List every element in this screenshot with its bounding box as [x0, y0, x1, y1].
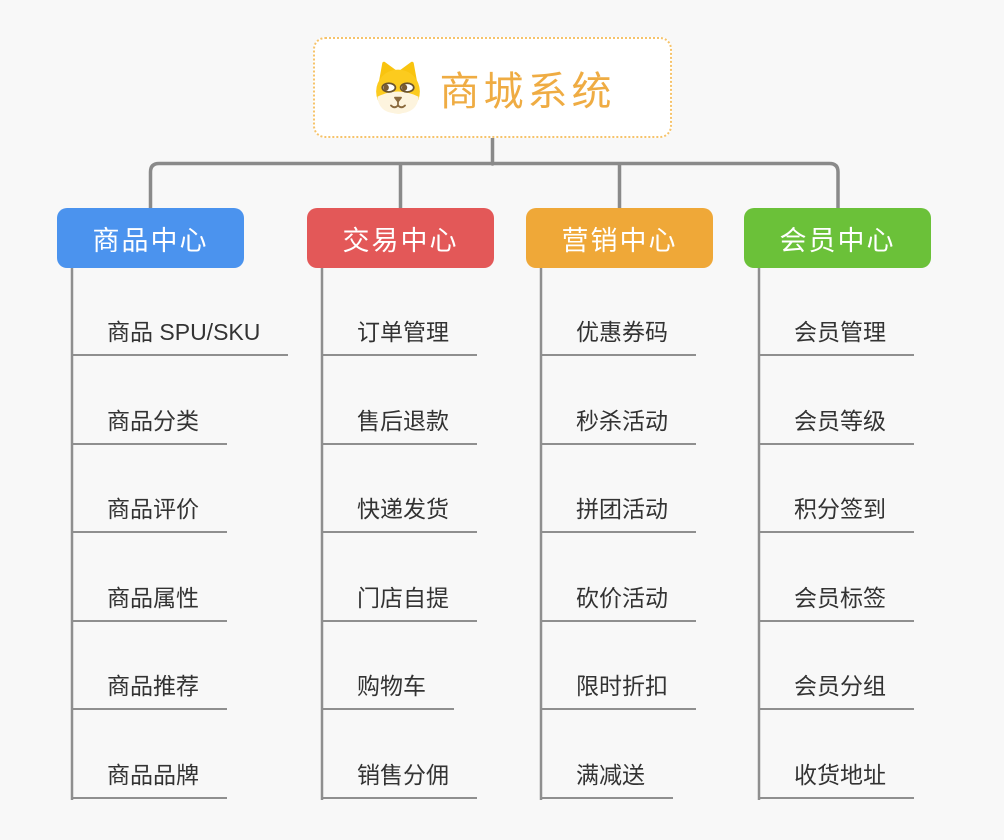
topic-item[interactable]: 满减送 [541, 759, 673, 799]
topic-item[interactable]: 商品品牌 [72, 759, 227, 799]
topic-item[interactable]: 售后退款 [322, 405, 477, 445]
topic-item[interactable]: 销售分佣 [322, 759, 477, 799]
topic-item[interactable]: 积分签到 [759, 493, 914, 534]
root-node[interactable]: 商城系统 [313, 37, 672, 138]
branch-node-trade[interactable]: 交易中心 [307, 208, 494, 268]
branch-label: 营销中心 [561, 225, 678, 256]
branch-label: 商品中心 [92, 225, 209, 256]
branch-node-marketing[interactable]: 营销中心 [526, 208, 713, 268]
topic-item[interactable]: 商品评价 [72, 493, 227, 534]
root-title: 商城系统 [439, 69, 616, 114]
branch-node-products[interactable]: 商品中心 [57, 208, 244, 268]
branch-label: 会员中心 [779, 225, 896, 256]
topic-item[interactable]: 订单管理 [322, 316, 477, 356]
topic-item[interactable]: 拼团活动 [541, 493, 696, 534]
topic-item[interactable]: 门店自提 [322, 582, 477, 622]
topic-item[interactable]: 砍价活动 [541, 582, 696, 622]
topic-item[interactable]: 会员管理 [759, 316, 914, 356]
topic-item[interactable]: 收货地址 [759, 759, 914, 799]
topic-item[interactable]: 快递发货 [322, 493, 477, 534]
topic-item[interactable]: 商品推荐 [72, 670, 227, 711]
topic-item[interactable]: 会员标签 [759, 582, 914, 622]
branch-label: 交易中心 [342, 225, 459, 256]
topic-item[interactable]: 秒杀活动 [541, 405, 696, 445]
topic-item[interactable]: 会员等级 [759, 405, 914, 445]
topic-item[interactable]: 限时折扣 [541, 670, 696, 711]
topic-item[interactable]: 商品属性 [72, 582, 227, 622]
branch-node-members[interactable]: 会员中心 [744, 208, 931, 268]
topic-item[interactable]: 商品分类 [72, 405, 227, 445]
topic-item[interactable]: 购物车 [322, 670, 454, 711]
topic-item[interactable]: 优惠券码 [541, 316, 696, 356]
topic-item[interactable]: 会员分组 [759, 670, 914, 711]
dog-face-icon [375, 61, 420, 113]
topic-item[interactable]: 商品 SPU/SKU [72, 316, 289, 356]
